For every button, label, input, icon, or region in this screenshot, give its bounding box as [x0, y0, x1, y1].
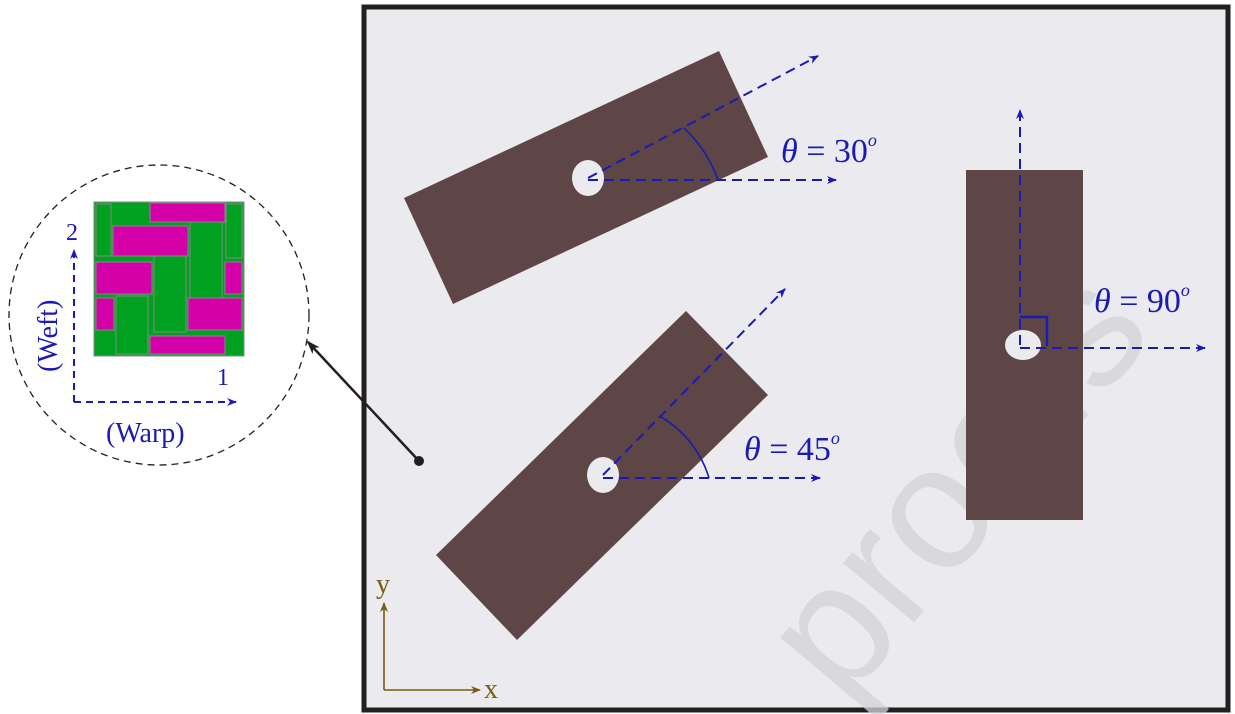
inclusion-45deg-theta: θ	[744, 431, 761, 468]
inclusion-90deg-equals: =	[1111, 283, 1147, 320]
weave-pattern	[93, 201, 245, 357]
inclusion-30deg-equals: =	[798, 133, 834, 170]
warp-tow	[225, 203, 243, 259]
weft-tow	[187, 297, 243, 331]
inclusion-90deg-label: θ = 90o	[1094, 280, 1190, 320]
weft-tow	[95, 261, 153, 295]
weave-detail: 1 2 (Warp) (Weft)	[8, 164, 310, 466]
pointer-arrow	[306, 340, 420, 462]
inclusion-30deg-value: 30	[834, 133, 868, 170]
inclusion-30deg-degree: o	[868, 130, 877, 150]
y-axis-label: y	[376, 569, 390, 600]
inclusion-30deg-theta: θ	[781, 133, 798, 170]
inclusion-90deg-value: 90	[1147, 283, 1181, 320]
warp-tow	[115, 295, 149, 355]
weave-detail-boundary	[8, 164, 310, 466]
inclusion-90deg-right-angle-mark	[1020, 315, 1049, 346]
axis-1-number: 1	[217, 365, 229, 391]
global-axes: y x	[376, 569, 498, 705]
inclusion-30deg-angle-arc	[683, 127, 719, 181]
inclusion-90deg-hole	[1005, 330, 1041, 360]
inclusion-90deg: θ = 90o	[966, 109, 1206, 520]
weft-tow	[95, 297, 115, 331]
inclusion-30deg: θ = 30o	[404, 51, 877, 304]
weft-tow	[224, 261, 243, 295]
plate: proofs θ = 30o θ = 45o	[361, 4, 1231, 714]
weft-label: (Weft)	[33, 300, 64, 372]
inclusion-30deg-label: θ = 30o	[781, 130, 877, 170]
inclusion-45deg-label: θ = 45o	[744, 428, 840, 468]
weft-tow	[149, 335, 226, 355]
inclusion-45deg-angle-arc	[660, 416, 710, 479]
inclusion-30deg-axis-arrow	[587, 55, 819, 179]
inclusion-45deg-axis-arrow	[602, 288, 786, 476]
x-axis-label: x	[484, 674, 498, 705]
weft-tow	[112, 225, 189, 257]
inclusion-90deg-theta: θ	[1094, 283, 1111, 320]
warp-tow	[153, 255, 187, 333]
inclusion-45deg-value: 45	[797, 431, 831, 468]
warp-label: (Warp)	[106, 418, 185, 449]
warp-tow	[189, 221, 223, 299]
weft-tow	[149, 202, 226, 223]
inclusion-45deg: θ = 45o	[436, 288, 840, 640]
inclusion-90deg-degree: o	[1181, 280, 1190, 300]
warp-tow	[95, 203, 112, 257]
inclusion-45deg-degree: o	[831, 428, 840, 448]
axis-2-number: 2	[66, 220, 78, 246]
inclusion-45deg-equals: =	[761, 431, 797, 468]
